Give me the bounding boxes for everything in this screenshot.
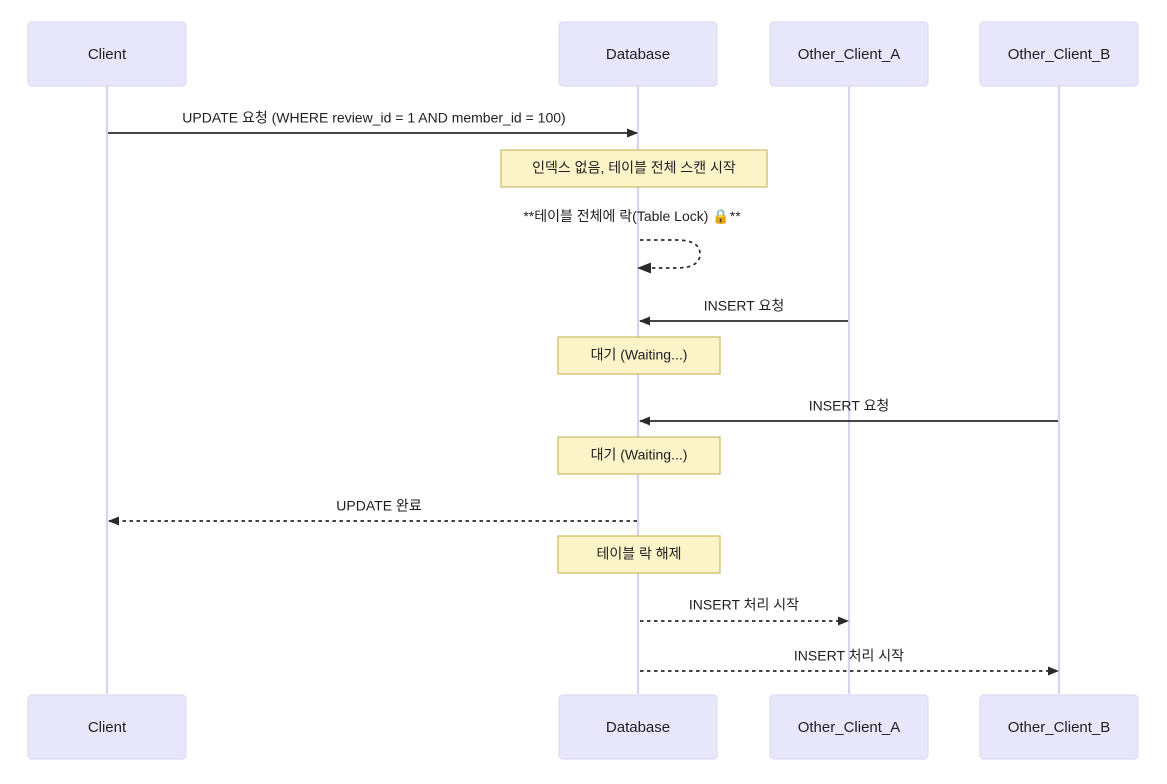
note-label: 인덱스 없음, 테이블 전체 스캔 시작 (532, 160, 736, 176)
participant-box (979, 694, 1139, 760)
note-box (557, 336, 721, 375)
message-label-prefix: **테이블 전체에 락(Table Lock) (523, 208, 712, 224)
participant-label: Client (88, 719, 127, 736)
participant-label: Other_Client_B (1008, 46, 1111, 63)
note-index-scan[interactable]: 인덱스 없음, 테이블 전체 스캔 시작 (500, 149, 768, 188)
self-loop-path (640, 239, 701, 269)
message-label: INSERT 요청 (809, 398, 889, 414)
message-label: UPDATE 완료 (336, 498, 422, 514)
message-label: UPDATE 요청 (WHERE review_id = 1 AND membe… (182, 110, 565, 126)
message-label: **테이블 전체에 락(Table Lock) 🔒** (523, 208, 741, 225)
message-label-suffix: ** (730, 208, 741, 224)
participant-box (769, 21, 929, 87)
participant-box (27, 21, 187, 87)
note-box (557, 436, 721, 475)
message-insert-start-a[interactable]: INSERT 처리 시작 (640, 597, 849, 626)
message-label: INSERT 요청 (704, 298, 784, 314)
participant-label: Other_Client_A (798, 46, 901, 63)
note-table-lock-released[interactable]: 테이블 락 해제 (557, 535, 721, 574)
participant-label: Other_Client_B (1008, 719, 1111, 736)
message-update-complete[interactable]: UPDATE 완료 (108, 498, 637, 526)
participant-client-top[interactable]: Client (27, 21, 187, 87)
participant-other-client-b-bottom[interactable]: Other_Client_B (979, 694, 1139, 760)
message-update-request[interactable]: UPDATE 요청 (WHERE review_id = 1 AND membe… (108, 110, 638, 138)
participant-label: Other_Client_A (798, 719, 901, 736)
note-label: 대기 (Waiting...) (591, 347, 688, 363)
participant-label: Database (606, 719, 670, 736)
self-loop-arrowhead (637, 262, 651, 274)
message-table-lock-self-loop[interactable]: **테이블 전체에 락(Table Lock) 🔒** (523, 208, 741, 274)
participants-top: Client Database Other_Client_A Other_Cli… (27, 21, 1139, 87)
participants-bottom: Client Database Other_Client_A Other_Cli… (27, 694, 1139, 760)
participant-client-bottom[interactable]: Client (27, 694, 187, 760)
participant-other-client-a-bottom[interactable]: Other_Client_A (769, 694, 929, 760)
note-box (500, 149, 768, 188)
message-insert-request-b[interactable]: INSERT 요청 (639, 398, 1058, 426)
participant-label: Database (606, 46, 670, 63)
note-label: 대기 (Waiting...) (591, 447, 688, 463)
message-insert-start-b[interactable]: INSERT 처리 시작 (640, 648, 1059, 676)
participant-box (558, 21, 718, 87)
note-label: 테이블 락 해제 (596, 546, 681, 562)
message-label: INSERT 처리 시작 (794, 648, 904, 664)
note-waiting-b[interactable]: 대기 (Waiting...) (557, 436, 721, 475)
participant-box (27, 694, 187, 760)
message-insert-request-a[interactable]: INSERT 요청 (639, 298, 848, 326)
note-box (557, 535, 721, 574)
participant-box (769, 694, 929, 760)
participant-database-bottom[interactable]: Database (558, 694, 718, 760)
message-label: INSERT 처리 시작 (689, 597, 799, 613)
participant-database-top[interactable]: Database (558, 21, 718, 87)
lock-icon: 🔒 (712, 208, 729, 225)
participant-box (979, 21, 1139, 87)
participant-other-client-b-top[interactable]: Other_Client_B (979, 21, 1139, 87)
participant-box (558, 694, 718, 760)
participant-label: Client (88, 46, 127, 63)
note-waiting-a[interactable]: 대기 (Waiting...) (557, 336, 721, 375)
participant-other-client-a-top[interactable]: Other_Client_A (769, 21, 929, 87)
